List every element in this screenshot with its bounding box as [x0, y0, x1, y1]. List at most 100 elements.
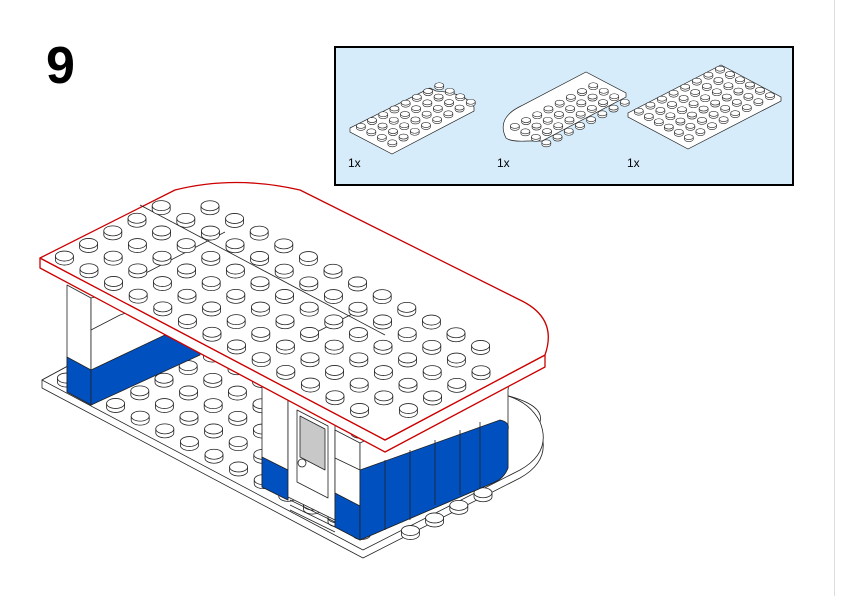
- stud: [251, 352, 271, 368]
- stud: [400, 525, 420, 540]
- stud: [725, 71, 735, 79]
- stud: [398, 352, 418, 368]
- half-round-plate-left-icon: [349, 82, 476, 155]
- stud: [324, 339, 344, 355]
- stud: [400, 474, 420, 490]
- half-round-plate-right-icon: [502, 71, 630, 148]
- stud: [302, 449, 322, 464]
- stud: [400, 499, 420, 515]
- stud: [179, 410, 199, 426]
- stud: [687, 111, 697, 120]
- stud: [745, 81, 755, 90]
- stud: [680, 83, 691, 92]
- stud: [421, 122, 431, 130]
- back-wall: [90, 279, 166, 406]
- stud: [683, 134, 694, 142]
- stud: [433, 93, 444, 102]
- stud: [711, 88, 722, 97]
- stud: [302, 474, 322, 490]
- stud: [177, 288, 197, 304]
- stud: [375, 487, 395, 502]
- stud: [653, 118, 664, 127]
- stud: [374, 411, 394, 427]
- stud: [301, 398, 321, 414]
- stud: [79, 263, 99, 279]
- stud: [609, 93, 620, 102]
- stud: [204, 448, 224, 464]
- stud: [735, 76, 745, 85]
- stud: [154, 398, 174, 413]
- stud: [79, 238, 98, 253]
- stud: [566, 94, 576, 102]
- stud: [177, 314, 197, 329]
- stud: [178, 334, 198, 350]
- stud: [398, 377, 418, 393]
- stud: [225, 238, 245, 254]
- stud: [688, 100, 699, 109]
- stud: [718, 116, 729, 124]
- stud: [755, 87, 765, 95]
- stud: [250, 301, 270, 317]
- stud: [298, 251, 318, 266]
- stud: [389, 105, 400, 114]
- stud: [374, 390, 394, 406]
- stud: [106, 398, 125, 413]
- stud: [377, 134, 387, 142]
- stud: [324, 314, 344, 330]
- stud: [200, 200, 220, 216]
- stud: [387, 139, 398, 148]
- stud: [598, 99, 608, 107]
- stud: [348, 276, 368, 292]
- stud: [351, 499, 371, 515]
- stud: [275, 339, 295, 355]
- stud: [325, 390, 345, 406]
- stud: [200, 225, 220, 241]
- stud: [176, 212, 196, 228]
- stud: [323, 263, 343, 279]
- stud: [300, 327, 320, 342]
- stud: [708, 111, 719, 119]
- stud: [57, 372, 76, 388]
- stud: [274, 263, 294, 279]
- stud: [103, 250, 123, 266]
- stud: [152, 250, 172, 266]
- stud: [299, 301, 319, 317]
- stud: [155, 423, 175, 439]
- stud: [176, 238, 196, 254]
- stud: [446, 352, 466, 368]
- stud: [741, 104, 752, 112]
- stud: [690, 89, 701, 97]
- stud: [575, 110, 586, 119]
- stud: [412, 94, 422, 102]
- stud: [177, 263, 197, 279]
- stud: [665, 112, 676, 121]
- stud: [432, 116, 442, 124]
- stud: [471, 365, 491, 381]
- stud: [251, 347, 271, 363]
- stud: [153, 322, 173, 338]
- stud: [643, 113, 654, 121]
- stud: [423, 390, 443, 406]
- stud: [373, 314, 393, 330]
- stud: [399, 449, 419, 465]
- base-plate-top: [41, 299, 544, 551]
- stud: [409, 127, 420, 136]
- front-wall-left: [261, 384, 289, 501]
- front-wall-corner: [334, 429, 361, 541]
- back-wall-blue: [90, 334, 201, 406]
- stud: [565, 105, 575, 113]
- stud: [701, 83, 712, 91]
- stud: [541, 139, 552, 148]
- stud: [677, 106, 687, 115]
- stud: [179, 436, 199, 451]
- stud: [226, 314, 246, 330]
- stud: [275, 314, 295, 330]
- stud: [399, 122, 410, 131]
- stud: [575, 122, 585, 130]
- stud: [421, 110, 432, 119]
- stud: [619, 98, 630, 107]
- stud: [278, 486, 298, 502]
- side-wall-blue: [359, 419, 509, 541]
- front-wall-left-blue: [261, 456, 289, 501]
- stud: [473, 487, 493, 503]
